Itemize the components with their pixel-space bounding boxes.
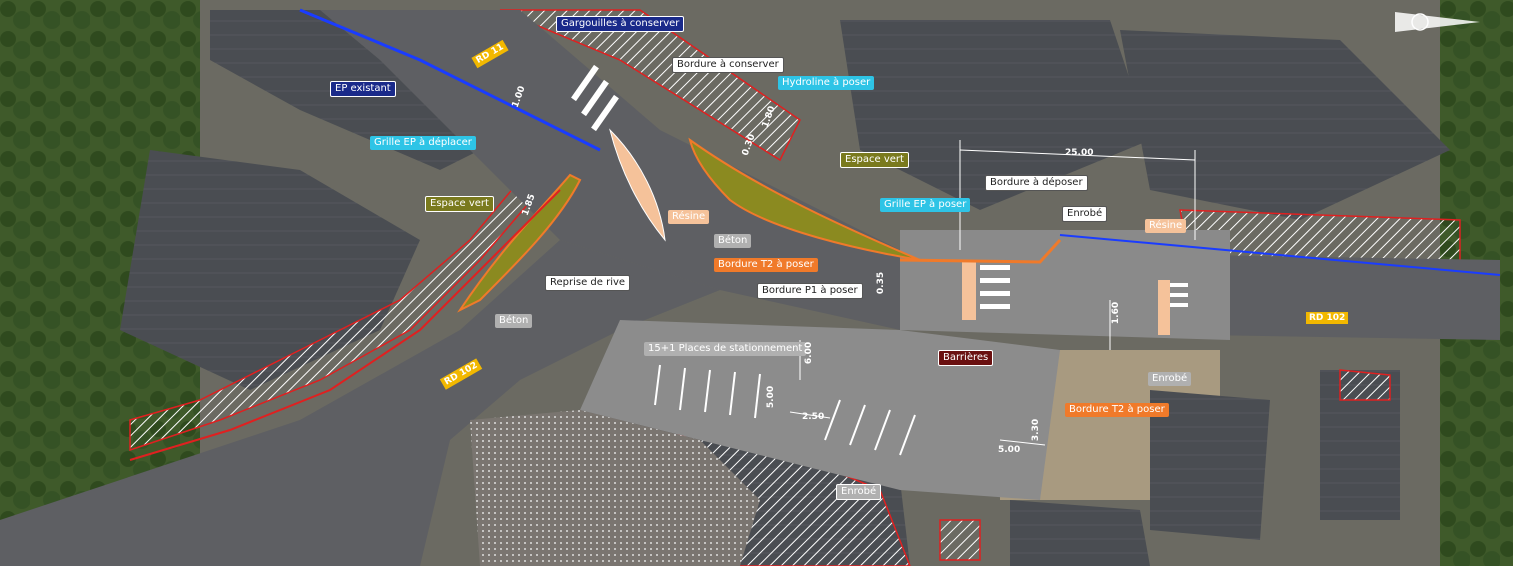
dim-5-00b: 5.00 xyxy=(998,445,1021,455)
label-reprise: Reprise de rive xyxy=(545,275,631,291)
label-beton-1: Béton xyxy=(714,234,752,248)
resine-island xyxy=(609,128,666,242)
green-island-right xyxy=(688,137,921,261)
curb-orange xyxy=(899,238,1062,264)
dim-1-60: 1.60 xyxy=(1111,301,1122,325)
dim-5-00a: 5.00 xyxy=(766,385,777,409)
dim-25: 25.00 xyxy=(1065,148,1094,158)
label-ep-existant: EP existant xyxy=(330,81,396,97)
label-bordure-conserver: Bordure à conserver xyxy=(672,57,784,73)
label-barrieres: Barrières xyxy=(938,350,994,366)
label-resine-2: Résine xyxy=(1145,219,1187,233)
dim-6-00: 6.00 xyxy=(804,341,815,365)
label-enrobe-1: Enrobé xyxy=(1062,206,1108,222)
dim-2-50: 2.50 xyxy=(802,412,825,422)
resine-strip-left xyxy=(962,262,976,320)
green-island-left xyxy=(457,173,582,313)
road-network xyxy=(0,10,1500,566)
dim-0-35: 0.35 xyxy=(876,271,887,295)
label-bordure-p1: Bordure P1 à poser xyxy=(757,283,863,299)
label-espace-vert-2: Espace vert xyxy=(840,152,909,168)
road-tag-rd-right: RD 102 xyxy=(1306,312,1349,324)
dimension-lines xyxy=(789,140,1196,446)
ep-pipe-blue xyxy=(299,8,601,152)
label-hydroline: Hydroline à poser xyxy=(778,76,875,90)
curb-red xyxy=(129,189,561,461)
label-places: 15+1 Places de stationnement xyxy=(644,342,807,356)
label-beton-2: Béton xyxy=(495,314,533,328)
north-arrow-icon xyxy=(1395,12,1480,32)
crosswalks xyxy=(571,64,1188,309)
resine-strip-right xyxy=(1158,280,1170,335)
label-bordure-t2-1: Bordure T2 à poser xyxy=(714,258,818,272)
label-bordure-t2-2: Bordure T2 à poser xyxy=(1065,403,1169,417)
label-grille-poser: Grille EP à poser xyxy=(880,198,971,212)
parking-stalls xyxy=(654,364,916,456)
ep-pipe-blue-right xyxy=(1059,234,1501,276)
label-gargouilles: Gargouilles à conserver xyxy=(556,16,685,32)
label-grille-deplacer: Grille EP à déplacer xyxy=(370,136,476,150)
label-enrobe-2: Enrobé xyxy=(1148,372,1192,386)
label-bordure-deposer: Bordure à déposer xyxy=(985,175,1088,191)
label-enrobe-3: Enrobé xyxy=(836,484,882,500)
dim-3-30: 3.30 xyxy=(1031,418,1042,442)
label-resine-1: Résine xyxy=(668,210,710,224)
paved-square xyxy=(470,410,760,566)
plateau-enrobe xyxy=(900,230,1230,340)
label-espace-vert-1: Espace vert xyxy=(425,196,494,212)
